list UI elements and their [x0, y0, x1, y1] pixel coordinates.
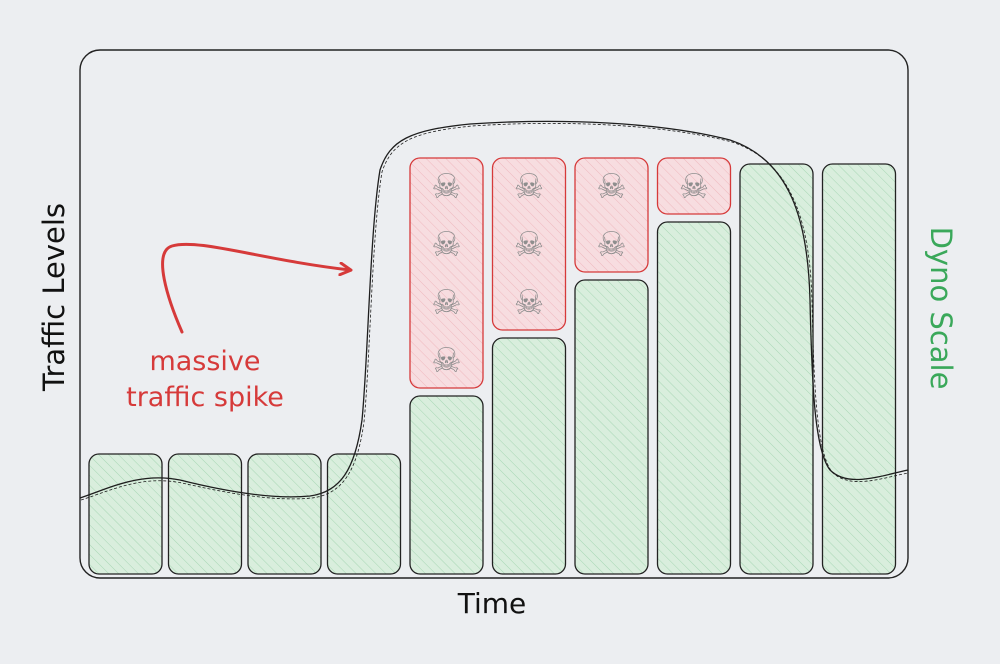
skull-icon: ☠ — [514, 283, 544, 323]
annotation-line1: massive — [149, 346, 260, 377]
skull-icon: ☠ — [679, 167, 709, 207]
overflow-box — [491, 157, 567, 331]
traffic-curve — [79, 120, 909, 501]
skull-icon: ☠ — [596, 167, 626, 207]
overflow-box — [656, 157, 732, 215]
dyno-bar — [491, 337, 567, 575]
dyno-bar — [247, 453, 322, 575]
dyno-bar — [656, 221, 732, 575]
skull-icon: ☠ — [431, 341, 461, 381]
dyno-bar — [409, 395, 484, 575]
skull-icon: ☠ — [431, 225, 461, 265]
skull-icon: ☠ — [596, 225, 626, 265]
skull-icon: ☠ — [514, 225, 544, 265]
x-axis-label: Time — [457, 587, 527, 620]
skull-icon: ☠ — [431, 167, 461, 207]
y-axis-label: Traffic Levels — [37, 203, 71, 392]
dyno-bar — [88, 453, 163, 575]
dyno-bar — [574, 279, 649, 575]
skull-icon: ☠ — [431, 283, 461, 323]
right-axis-label: Dyno Scale — [924, 227, 958, 390]
overflow-box — [574, 157, 649, 273]
dyno-bar — [326, 453, 402, 575]
chart-frame — [79, 49, 909, 579]
spike-arrow — [161, 242, 350, 334]
skull-icon: ☠ — [514, 167, 544, 207]
dyno-bar — [739, 163, 814, 575]
dyno-bar — [821, 163, 897, 575]
dyno-bar — [167, 453, 243, 575]
overflow-box — [409, 157, 484, 389]
overflow-boxes: ☠ ☠ ☠ ☠ ☠ ☠ ☠ ☠ ☠ ☠ — [409, 157, 732, 389]
dyno-bars — [88, 163, 897, 575]
annotation-line2: traffic spike — [126, 382, 284, 413]
